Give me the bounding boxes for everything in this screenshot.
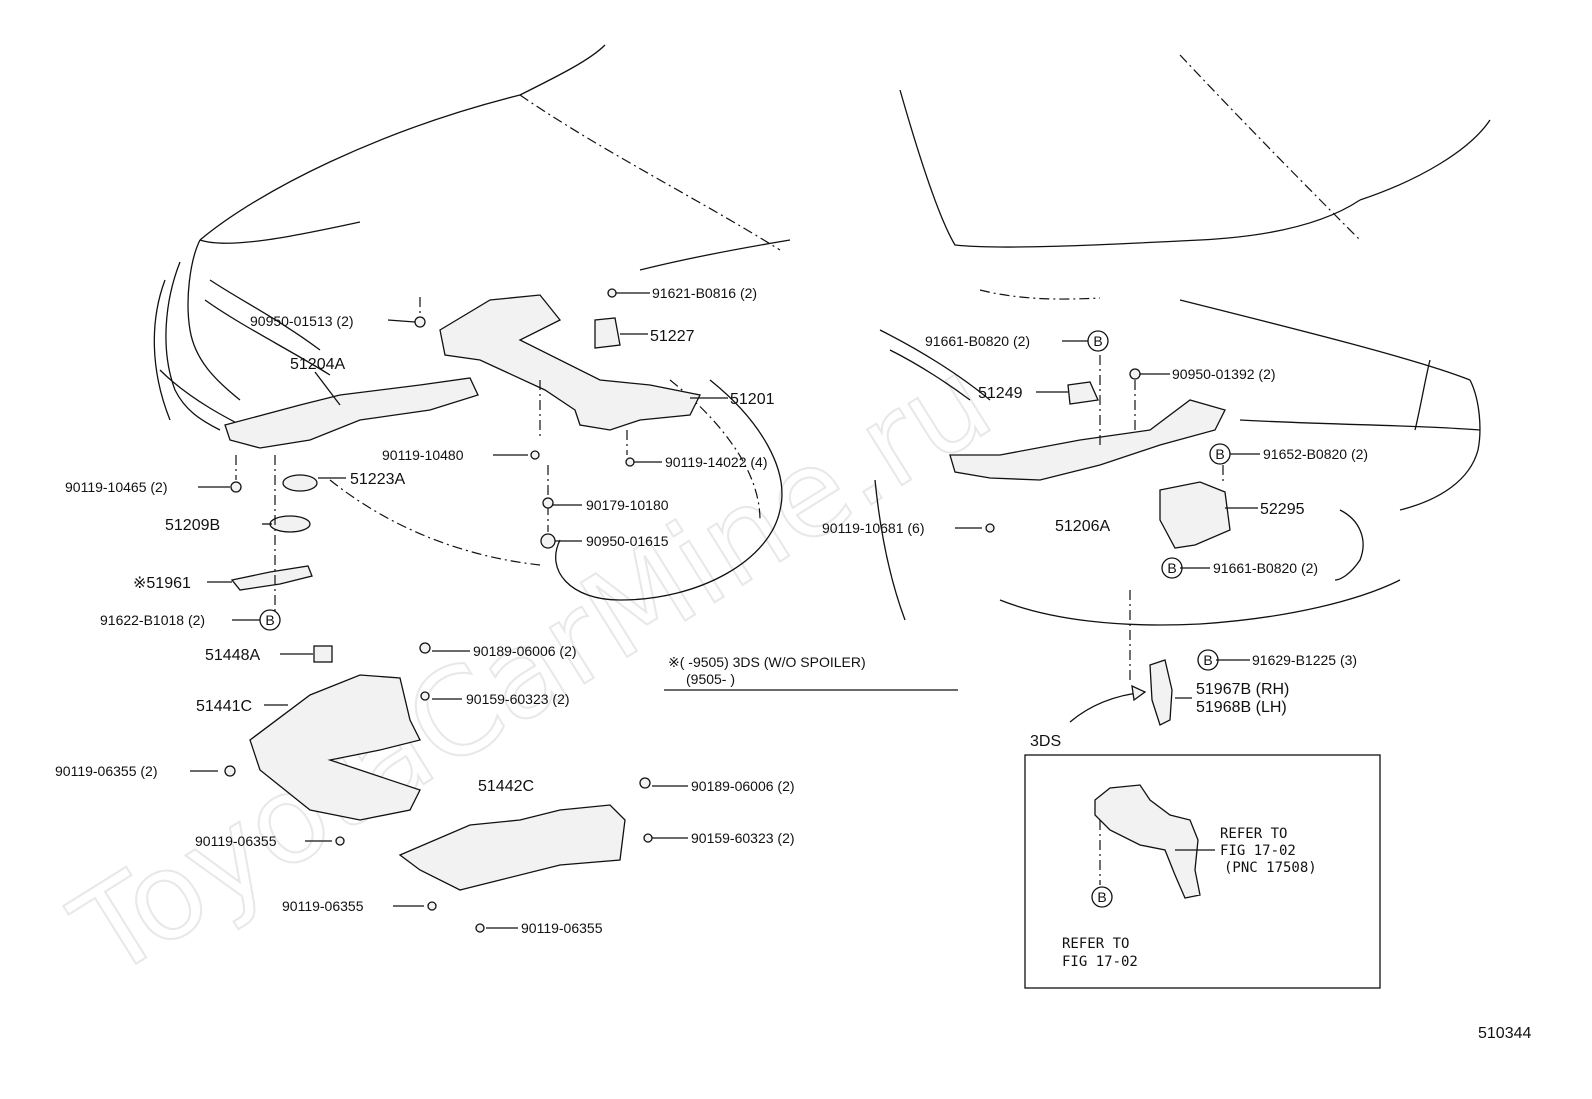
label-51968B: 51968B (LH) <box>1196 699 1287 716</box>
label-91661-a: 91661-B0820 (2) <box>925 333 1030 349</box>
bolt-icon <box>625 457 635 467</box>
assembly-dashes <box>235 297 1224 885</box>
inset-refer2-line1: REFER TO <box>1062 936 1129 952</box>
label-51201: 51201 <box>730 391 775 408</box>
bolt-icon <box>643 833 653 843</box>
bolt-icon <box>420 691 430 701</box>
label-90119-06355-d: 90119-06355 <box>521 920 603 936</box>
label-90159-b: 90159-60323 (2) <box>691 830 795 846</box>
inset-refer1-line1: REFER TO <box>1220 826 1287 842</box>
label-90119-14022: 90119-14022 (4) <box>665 454 767 470</box>
inset-box <box>1024 754 1381 989</box>
crossmember-51206A <box>949 399 1226 481</box>
inset-title: 3DS <box>1030 733 1061 750</box>
label-51448A: 51448A <box>205 647 260 664</box>
label-91661-b: 91661-B0820 (2) <box>1213 560 1318 576</box>
undercover-51441C <box>249 674 421 821</box>
plate-51961 <box>230 565 313 591</box>
crossmember-51201 <box>439 294 701 431</box>
bracket-52295 <box>1159 481 1231 549</box>
svg-text:B: B <box>1215 446 1224 462</box>
inset-mount-part <box>1094 784 1201 899</box>
nut-icon <box>414 316 426 328</box>
figure-id: 510344 <box>1478 1025 1531 1042</box>
spoiler-note-line1: ※( -9505) 3DS (W/O SPOILER) <box>668 654 866 670</box>
label-51967B: 51967B (RH) <box>1196 681 1289 698</box>
label-90119-06355-a: 90119-06355 (2) <box>55 763 157 779</box>
brace-51204A <box>224 377 479 449</box>
label-52295: 52295 <box>1260 501 1305 518</box>
part-labels: 91621-B0816 (2) 90950-01513 (2) 51227 51… <box>55 285 1368 936</box>
label-91629: 91629-B1225 (3) <box>1252 652 1357 668</box>
clip-51448A <box>313 645 333 663</box>
inset-refer1-line3: (PNC 17508) <box>1224 860 1317 876</box>
arrowhead-icon <box>1131 684 1147 702</box>
label-90159-a: 90159-60323 (2) <box>466 691 570 707</box>
label-90179: 90179-10180 <box>586 497 669 513</box>
bolt-icon <box>607 288 617 298</box>
label-51227: 51227 <box>650 328 695 345</box>
nut-icon <box>1129 368 1141 380</box>
fasteners <box>224 288 1141 933</box>
label-90119-06355-c: 90119-06355 <box>282 898 364 914</box>
nut-icon <box>542 497 554 509</box>
spoiler-note-line2: (9505- ) <box>686 671 735 687</box>
label-51442C: 51442C <box>478 778 534 795</box>
svg-text:B: B <box>1093 333 1102 349</box>
undercover-51442C <box>398 804 626 891</box>
svg-text:B: B <box>1203 652 1212 668</box>
label-51206A: 51206A <box>1055 518 1110 535</box>
svg-text:B: B <box>1167 560 1176 576</box>
label-51441C: 51441C <box>196 698 252 715</box>
bolt-icon <box>985 523 995 533</box>
label-90950-01615: 90950-01615 <box>586 533 669 549</box>
label-51249: 51249 <box>978 385 1023 402</box>
svg-text:B: B <box>265 612 274 628</box>
bolt-icon <box>530 450 540 460</box>
svg-text:B: B <box>1097 889 1106 905</box>
label-90950-01392: 90950-01392 (2) <box>1172 366 1276 382</box>
bolt-icon <box>335 836 345 846</box>
plate-51209B <box>269 515 311 533</box>
bolt-icon <box>224 765 236 777</box>
label-91622: 91622-B1018 (2) <box>100 612 205 628</box>
label-90119-10480: 90119-10480 <box>382 447 464 463</box>
bolt-icon <box>475 923 485 933</box>
clip-icon <box>639 777 651 789</box>
b-badges: B B B B B B <box>259 330 1231 908</box>
inset-refer2-line2: FIG 17-02 <box>1062 954 1138 970</box>
bushing-icon <box>540 533 556 549</box>
rear-car-body <box>874 54 1491 626</box>
leader-lines <box>190 292 1260 929</box>
label-90119-06355-b: 90119-06355 <box>195 833 277 849</box>
pad-51223A <box>282 474 318 492</box>
bracket-51967B <box>1149 659 1173 726</box>
label-90119-10681: 90119-10681 (6) <box>822 520 924 536</box>
label-51961: ※51961 <box>133 575 191 592</box>
label-51209B: 51209B <box>165 517 220 534</box>
label-90119-10465: 90119-10465 (2) <box>65 479 167 495</box>
label-90189-b: 90189-06006 (2) <box>691 778 795 794</box>
bolt-icon <box>230 481 242 493</box>
clip-icon <box>419 642 431 654</box>
label-90189-a: 90189-06006 (2) <box>473 643 577 659</box>
mount-51227 <box>594 317 621 349</box>
bolt-icon <box>427 901 437 911</box>
watermark: ToyotaCarMine.ru <box>51 331 1015 1005</box>
label-91621: 91621-B0816 (2) <box>652 285 757 301</box>
label-90950-01513: 90950-01513 (2) <box>250 313 354 329</box>
pad-51249 <box>1067 381 1099 405</box>
inset-refer1-line2: FIG 17-02 <box>1220 843 1296 859</box>
label-51223A: 51223A <box>350 471 405 488</box>
label-51204A: 51204A <box>290 356 345 373</box>
label-91652: 91652-B0820 (2) <box>1263 446 1368 462</box>
